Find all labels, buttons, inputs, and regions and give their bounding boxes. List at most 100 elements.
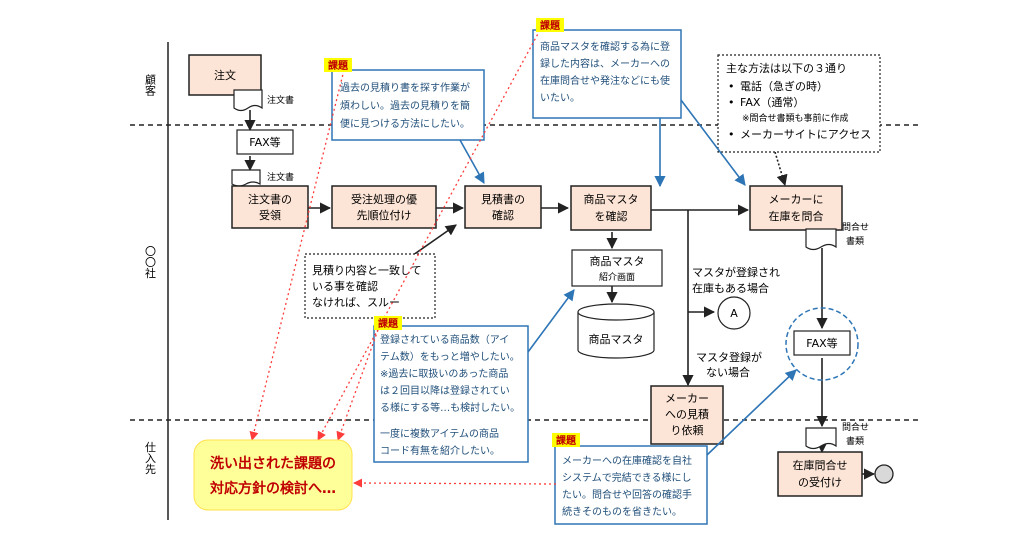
- unregistered-label-2: ない場合: [706, 365, 750, 379]
- maker-line2: 在庫を問合: [769, 209, 824, 223]
- callout3-line2: テム数）をもっと増やしたい。: [380, 350, 520, 363]
- estimate-line2: 確認: [492, 208, 514, 222]
- master-line2: を確認: [595, 209, 628, 223]
- connector-a-label: A: [730, 307, 738, 320]
- order-document-label-2: 注文書: [267, 171, 294, 183]
- issue-tag-4: [552, 433, 580, 447]
- order-box: [188, 54, 262, 96]
- order-label: 注文: [214, 68, 236, 82]
- inquiry-document2-line1: 問合せ: [842, 421, 869, 433]
- issue-tag-1: [324, 58, 352, 72]
- result-box: [193, 439, 353, 511]
- accept-line2: の受付け: [798, 476, 842, 489]
- issue-arrows: [249, 29, 557, 488]
- callout-arrows: [459, 99, 797, 456]
- master-database-label: 商品マスタ: [589, 332, 644, 346]
- estimate-line1: 見積書の: [481, 192, 525, 206]
- inquiry-document2-line2: 書類: [846, 435, 864, 447]
- issue-tag-2-label: 課題: [540, 19, 561, 32]
- unregistered-label-1: マスタ登録が: [696, 350, 762, 364]
- callout1-line3: 便に見つける方法にしたい。: [340, 117, 470, 130]
- lane-customer: 顧客: [144, 73, 157, 97]
- master-line1: 商品マスタ: [584, 192, 639, 206]
- check-note-line3: なければ、スルー: [312, 296, 400, 309]
- methods-bullet-3-dot: •: [728, 128, 735, 141]
- lane-supplier: 仕入先: [144, 441, 157, 475]
- result-line2: 対応方針の検討へ…: [209, 480, 336, 497]
- callout2-line4: いたい。: [540, 92, 580, 104]
- callout3-line7: コード有無を紹介したい。: [380, 444, 500, 457]
- callout1-line2: 煩わしい。過去の見積りを簡: [340, 99, 470, 112]
- methods-item-1: 電話（急ぎの時）: [740, 79, 828, 93]
- priority-line1: 受注処理の優: [351, 192, 417, 206]
- callout-item-count: [373, 325, 529, 463]
- callout4-line1: メーカーへの在庫確認を自社: [562, 454, 692, 467]
- maker-inquiry-box: [749, 185, 843, 231]
- callout3-line1: 登録されている商品数（アイ: [380, 333, 509, 346]
- order-document-label: 注文書: [267, 94, 294, 106]
- priority-line2: 先順位付け: [357, 208, 412, 222]
- estimate-check-box: [464, 185, 542, 229]
- priority-box: [331, 185, 437, 229]
- methods-bullet-1-dot: •: [728, 80, 735, 93]
- quote-request-line2: への見積: [665, 407, 709, 421]
- check-note-line2: いる事を確認: [312, 279, 378, 293]
- registered-label-1: マスタが登録され: [692, 265, 780, 279]
- fax-top-box: [236, 129, 294, 155]
- callout4-line4: 続きそのものを省きたい。: [562, 505, 682, 518]
- receive-order-line2: 受領: [259, 208, 281, 222]
- inquiry-document-icon: [805, 228, 837, 251]
- registered-label-2: 在庫もある場合: [692, 281, 769, 295]
- methods-bullet-2-dot: •: [728, 96, 735, 109]
- callout1-line1: 過去の見積り書を探す作業が: [340, 81, 470, 94]
- issue-tag-1-label: 課題: [328, 59, 349, 72]
- issue-tag-2: [536, 18, 564, 32]
- callout3-line5: る様にする等…も検討したい。: [380, 401, 520, 414]
- receive-order-box: [231, 185, 309, 229]
- issue-tag-3: [374, 316, 402, 330]
- methods-item-3: ※問合せ書類も事前に作成: [742, 112, 849, 124]
- maker-line1: メーカーに: [769, 193, 824, 206]
- callout2-line3: 在庫問合せや発注などにも使: [540, 74, 670, 87]
- methods-item-4: メーカーサイトにアクセス: [740, 128, 871, 141]
- fax-top-label: FAX等: [249, 135, 280, 149]
- issue-tag-4-label: 課題: [556, 434, 577, 447]
- receive-order-line1: 注文書の: [248, 192, 292, 206]
- inquiry-accept-box: [777, 451, 863, 497]
- master-screen-line2: 紹介画面: [599, 271, 635, 283]
- methods-title: 主な方法は以下の３通り: [726, 61, 847, 75]
- quote-request-line3: り依頼: [671, 424, 704, 437]
- end-terminator: [874, 464, 894, 484]
- callout2-line1: 商品マスタを確認する為に登: [540, 40, 670, 53]
- fax-mid-label: FAX等: [806, 336, 837, 350]
- accept-line1: 在庫問合せ: [793, 458, 848, 472]
- order-document-icon: [233, 89, 263, 112]
- methods-item-2: FAX（通常）: [740, 96, 804, 109]
- master-screen-box: [571, 249, 663, 287]
- quote-request-box: [650, 385, 724, 445]
- check-note-line1: 見積り内容と一致して: [312, 263, 422, 277]
- callout-master-reuse: [532, 29, 682, 119]
- callout3-line4: は２回目以降は登録されてい: [380, 384, 510, 397]
- inquiry-document-icon-2: [805, 427, 837, 450]
- fax-highlight-circle: [785, 307, 859, 381]
- order-document-icon-2: [231, 169, 261, 187]
- quote-request-line1: メーカー: [665, 392, 709, 405]
- connector-a: [717, 296, 751, 330]
- callout4-line3: たい。問合せや回答の確認手: [562, 488, 692, 501]
- callout3-line6: 一度に複数アイテムの商品: [380, 427, 499, 440]
- fax-mid-box: [793, 330, 851, 356]
- master-database-icon: [577, 303, 655, 359]
- callout3-line3: ※過去に取扱いのあった商品: [380, 367, 508, 380]
- issue-tags: 課題 課題 課題 課題: [324, 18, 580, 447]
- callout-maker-system: [554, 445, 708, 525]
- flow-arrows: [244, 110, 876, 480]
- inquiry-document-line1: 問合せ: [842, 221, 869, 233]
- issue-tag-3-label: 課題: [378, 317, 399, 330]
- master-screen-line1: 商品マスタ: [590, 254, 645, 268]
- callout-past-estimates: [331, 69, 485, 141]
- inquiry-document-line2: 書類: [846, 235, 864, 247]
- lane-company: 〇〇社: [144, 245, 157, 279]
- result-line1: 洗い出された課題の: [210, 455, 336, 472]
